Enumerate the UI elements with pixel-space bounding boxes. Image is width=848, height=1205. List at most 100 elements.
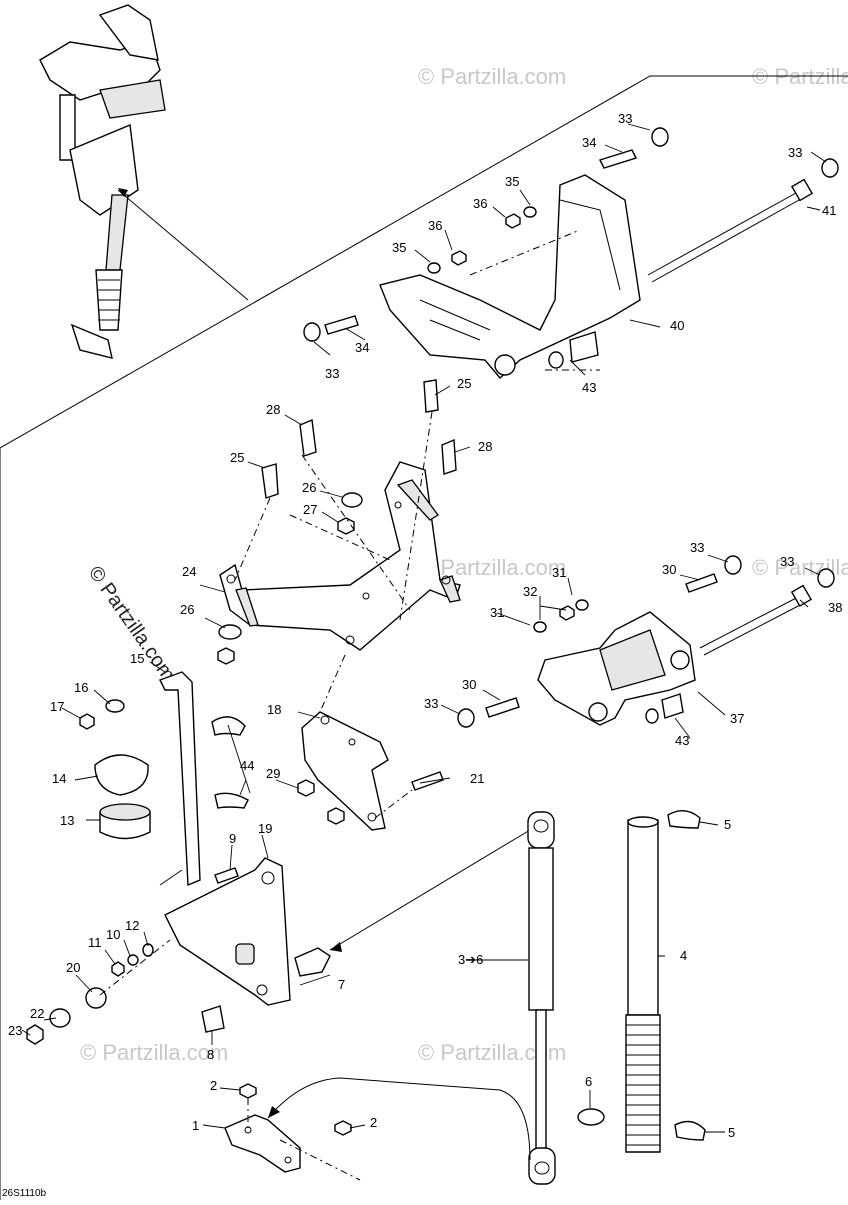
- callout-26: 26: [302, 480, 316, 495]
- lower-pointer-arrow: [268, 1106, 280, 1118]
- overview-spring-coils: [98, 279, 120, 321]
- bolt-38-head: [790, 584, 813, 607]
- bolt-21: [411, 771, 444, 791]
- bolt-30-left: [485, 697, 520, 718]
- callout-33: 33: [690, 540, 704, 555]
- callout-31: 31: [490, 605, 504, 620]
- callout-30: 30: [662, 562, 676, 577]
- callout-4: 4: [680, 948, 687, 963]
- bolt-25-top: [423, 379, 439, 413]
- axis-line: [399, 411, 433, 621]
- callout-5: 5: [728, 1125, 735, 1140]
- callout-30: 30: [462, 677, 476, 692]
- callout-33: 33: [424, 696, 438, 711]
- front-arm-cross: [599, 629, 666, 691]
- bracket-hole: [348, 738, 356, 746]
- bolt-34-left: [324, 315, 359, 335]
- callout-32: 32: [523, 584, 537, 599]
- callout-2: 2: [370, 1115, 377, 1130]
- plate-edge-strip: [235, 587, 259, 627]
- front-arm-bushing: [588, 702, 608, 722]
- bolt-38: [699, 595, 801, 649]
- leaders: [21, 123, 827, 1133]
- callout-35: 35: [505, 174, 519, 189]
- cap-33-right: [821, 158, 839, 178]
- bolt-28-right: [441, 438, 457, 475]
- rear-arm-bushing: [494, 354, 516, 376]
- spacer-20: [85, 987, 107, 1009]
- callout-22: 22: [30, 1006, 44, 1021]
- axis-line: [374, 789, 413, 819]
- leader-lines: [21, 123, 827, 1133]
- bolt-28-left: [299, 418, 317, 457]
- washer-26-top: [341, 492, 363, 508]
- lever-plate-19: [164, 857, 291, 1006]
- callout-26: 26: [180, 602, 194, 617]
- watermark: © Partzilla.com: [80, 1040, 228, 1065]
- nut-36-left: [451, 250, 467, 266]
- callout-17: 17: [50, 699, 64, 714]
- spring-cover-top: [627, 816, 659, 828]
- overview-pointer-arrow: [118, 188, 128, 197]
- axis-line: [99, 939, 171, 996]
- support-plate-assembly: [217, 379, 461, 665]
- overview-pointer-line: [117, 189, 249, 301]
- bushing-43: [569, 331, 599, 363]
- watermark-main: © Partzilla.com: [84, 562, 179, 685]
- callout-34: 34: [355, 340, 369, 355]
- overview-bracket: [70, 323, 113, 359]
- callout-16: 16: [74, 680, 88, 695]
- callout-33: 33: [325, 366, 339, 381]
- callout-6: 6: [585, 1074, 592, 1089]
- shock-eye-bottom: [528, 1147, 556, 1185]
- spring-cover-4: [627, 819, 659, 1016]
- nut-11: [111, 961, 125, 977]
- callout-41: 41: [822, 203, 836, 218]
- callout-23: 23: [8, 1023, 22, 1038]
- watermark: © Partzilla.com: [418, 555, 566, 580]
- bolt-9: [214, 867, 239, 884]
- washer-35-left: [427, 262, 441, 274]
- clamp-5-bottom: [674, 1120, 706, 1141]
- lever-hole: [261, 871, 275, 885]
- nut-27-left: [217, 647, 235, 665]
- rear-arm-detail: [419, 199, 621, 341]
- cap-33: [817, 568, 835, 588]
- callout-36: 36: [473, 196, 487, 211]
- callout-28: 28: [478, 439, 492, 454]
- washer-31-b: [575, 599, 589, 611]
- callout-33: 33: [780, 554, 794, 569]
- rear-arm-40: [379, 174, 641, 380]
- washer-10: [127, 954, 139, 966]
- clamp-44-bottom: [214, 792, 249, 809]
- shock-rod: [535, 1009, 547, 1151]
- callout-43: 43: [675, 733, 689, 748]
- callout-9: 9: [229, 831, 236, 846]
- bolt-25-left: [261, 463, 279, 499]
- callout-28: 28: [266, 402, 280, 417]
- rear-arm-assembly: [303, 127, 839, 380]
- overview-top-arm: [98, 4, 159, 61]
- shock-body-3: [528, 847, 554, 1011]
- shock-eye-top: [527, 811, 555, 849]
- bolt-34-top: [599, 149, 637, 169]
- lever-boss: [235, 943, 255, 965]
- callout-29: 29: [266, 766, 280, 781]
- ball-joint-7: [294, 947, 331, 977]
- plate-hole: [362, 592, 370, 600]
- callout-38: 38: [828, 600, 842, 615]
- axis-line: [289, 514, 391, 561]
- nut-29-a: [297, 779, 315, 797]
- callout-33: 33: [788, 145, 802, 160]
- washer-35-top: [523, 206, 537, 218]
- washer-26-left: [218, 624, 242, 640]
- callout-44: 44: [240, 758, 254, 773]
- cap-33-left: [303, 322, 321, 342]
- shock-assembly: [527, 810, 706, 1185]
- bushing-8: [201, 1005, 225, 1033]
- bracket-hole: [284, 1156, 292, 1164]
- lower-bracket-assembly: [224, 1077, 531, 1181]
- callout-36: 36: [428, 218, 442, 233]
- shock-pointer-line: [329, 829, 531, 951]
- shock-eye-hole: [534, 1161, 550, 1175]
